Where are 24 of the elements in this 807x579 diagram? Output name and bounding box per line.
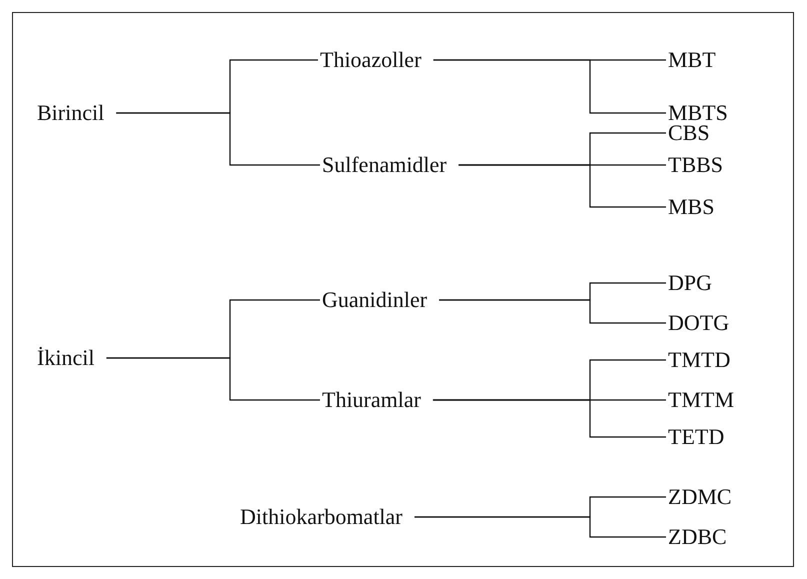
connector-line <box>432 399 666 438</box>
accelerator-label: ZDBC <box>668 524 727 550</box>
connector-line <box>414 516 666 538</box>
category-label: İkincil <box>37 345 94 371</box>
connector-line <box>106 357 320 401</box>
category-label: Thioazoller <box>320 47 422 73</box>
category-label: Dithiokarbomatlar <box>240 504 403 530</box>
accelerator-label: DOTG <box>668 310 730 336</box>
accelerator-label: TETD <box>668 424 724 450</box>
category-label: Birincil <box>37 100 104 126</box>
connector-line <box>439 299 666 324</box>
category-label: Thiuramlar <box>322 387 421 413</box>
connector-line <box>116 112 320 166</box>
connector-line <box>458 164 666 208</box>
accelerator-label: ZDMC <box>668 484 732 510</box>
accelerator-label: TBBS <box>668 152 724 178</box>
accelerator-label: DPG <box>668 270 712 296</box>
connector-line <box>433 59 666 114</box>
category-label: Guanidinler <box>322 287 428 313</box>
category-label: Sulfenamidler <box>322 152 447 178</box>
accelerator-label: MBT <box>668 47 716 73</box>
accelerator-label: MBS <box>668 194 714 220</box>
accelerator-label: TMTM <box>668 387 734 413</box>
accelerator-label: TMTD <box>668 347 730 373</box>
